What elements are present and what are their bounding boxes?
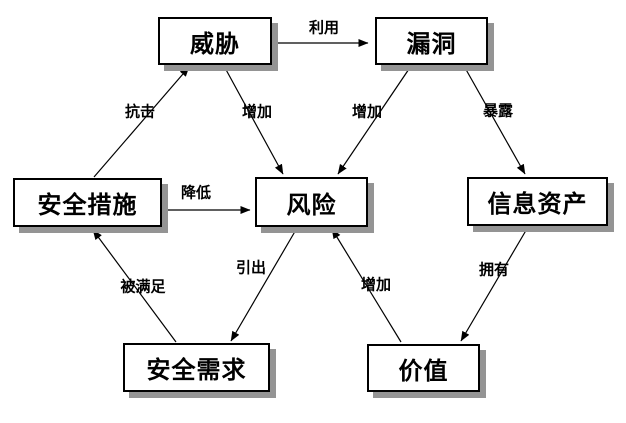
- edge-vulnerability-to-assets: [463, 65, 526, 175]
- edge-label-satisfied: 被满足: [120, 278, 166, 296]
- edge-requirements-to-measures: [92, 229, 177, 343]
- edge-threat-to-risk: [223, 65, 284, 175]
- edge-label-resist: 抗击: [124, 103, 156, 121]
- edge-label-increase-3: 增加: [360, 276, 392, 294]
- node-risk-label: 风险: [286, 191, 337, 219]
- edge-vulnerability-to-risk: [337, 65, 412, 175]
- edge-label-increase-2: 增加: [351, 103, 383, 121]
- edge-label-reduce: 降低: [180, 184, 212, 202]
- node-vulnerability-label: 漏洞: [406, 30, 457, 58]
- edge-label-leads-to: 引出: [235, 259, 267, 277]
- node-security-requirements-label: 安全需求: [146, 357, 247, 384]
- node-information-assets: 信息资产: [467, 177, 608, 226]
- node-security-measures-label: 安全措施: [37, 192, 138, 219]
- node-threat: 威胁: [158, 17, 272, 65]
- edge-measures-to-threat: [93, 66, 190, 178]
- node-information-assets-label: 信息资产: [487, 191, 588, 218]
- edge-label-possess: 拥有: [478, 261, 510, 279]
- edge-label-expose: 暴露: [482, 102, 514, 120]
- node-value-label: 价值: [398, 357, 449, 385]
- node-threat-label: 威胁: [190, 30, 240, 58]
- edge-label-exploit: 利用: [308, 19, 340, 37]
- edge-value-to-risk: [331, 228, 402, 343]
- node-security-measures: 安全措施: [13, 178, 162, 227]
- node-vulnerability: 漏洞: [375, 17, 488, 65]
- node-risk: 风险: [255, 177, 368, 227]
- node-value: 价值: [367, 344, 480, 392]
- edge-assets-to-value: [460, 226, 529, 342]
- node-security-requirements: 安全需求: [123, 343, 270, 392]
- edge-risk-to-requirements: [230, 227, 298, 342]
- edge-label-increase-1: 增加: [241, 103, 273, 121]
